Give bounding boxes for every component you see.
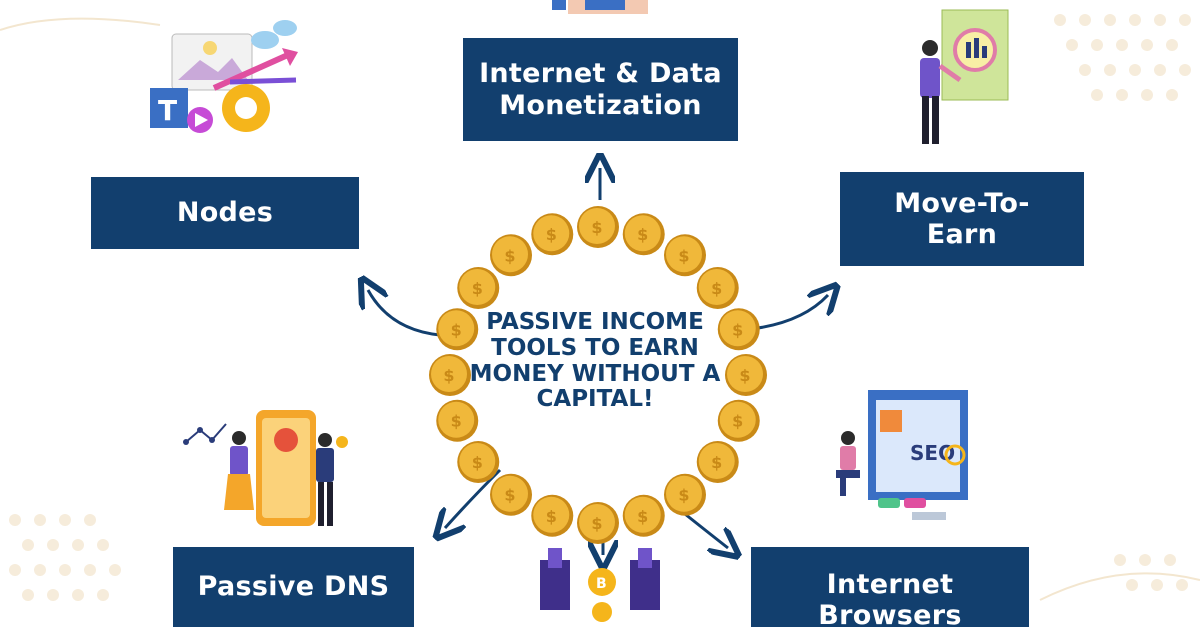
svg-text:$: $ [546,225,557,244]
dollar-coin-icon: $ [531,213,574,256]
dollar-coin-icon: $ [663,234,706,277]
svg-text:$: $ [678,486,689,505]
svg-text:$: $ [732,320,743,339]
dollar-coin-icon: $ [663,473,706,516]
svg-text:$: $ [591,218,602,237]
dollar-coin-icon: $ [622,494,665,537]
center-title: PASSIVE INCOME TOOLS TO EARN MONEY WITHO… [469,309,721,413]
dollar-coin-icon: $ [490,473,533,516]
svg-text:B: B [596,576,607,592]
dollar-coin-icon: $ [717,399,760,442]
svg-text:$: $ [678,246,689,265]
svg-text:$: $ [732,412,743,431]
arrow-bottom-left [445,468,502,528]
svg-text:$: $ [443,366,454,385]
internet-browsers-label: Internet Browsers [818,569,962,627]
svg-text:$: $ [472,453,483,472]
svg-text:$: $ [739,366,750,385]
dollar-coin-icon: $ [696,440,739,483]
dollar-coin-icon: $ [490,234,533,277]
svg-text:$: $ [472,279,483,298]
dollar-coin-icon: $ [457,440,500,483]
svg-text:$: $ [546,507,557,526]
nodes-box: Nodes [91,177,359,249]
dollar-coin-icon: $ [577,206,619,248]
svg-text:$: $ [637,507,648,526]
internet-data-monetization-box: Internet & Data Monetization [463,38,738,141]
svg-text:$: $ [504,486,515,505]
dollar-coin-icon: $ [696,267,739,310]
dollar-coin-icon: $ [622,213,665,256]
arrow-left [368,290,441,337]
passive-dns-label: Passive DNS [197,571,390,603]
internet-browsers-box: Internet Browsers [751,547,1029,627]
dollar-coin-icon: $ [725,354,767,396]
move-to-earn-box: Move-To-Earn [840,172,1084,266]
internet-data-monetization-label: Internet & Data Monetization [479,58,722,121]
svg-text:$: $ [711,453,722,472]
dollar-coin-icon: $ [717,308,760,351]
dollar-coin-icon: $ [531,494,574,537]
dollar-coin-icon: $ [436,308,479,351]
svg-text:$: $ [451,320,462,339]
svg-text:$: $ [451,412,462,431]
dollar-coin-icon: $ [436,399,479,442]
svg-text:$: $ [637,225,648,244]
dollar-coin-icon: $ [429,354,471,396]
svg-text:$: $ [591,514,602,533]
svg-text:T: T [158,94,177,127]
svg-text:$: $ [711,279,722,298]
svg-text:$: $ [504,246,515,265]
nodes-label: Nodes [176,197,274,229]
move-to-earn-label: Move-To-Earn [894,187,1030,250]
passive-dns-box: Passive DNS [173,547,414,627]
dollar-coin-icon: $ [457,267,500,310]
dollar-coin-icon: $ [577,502,619,544]
